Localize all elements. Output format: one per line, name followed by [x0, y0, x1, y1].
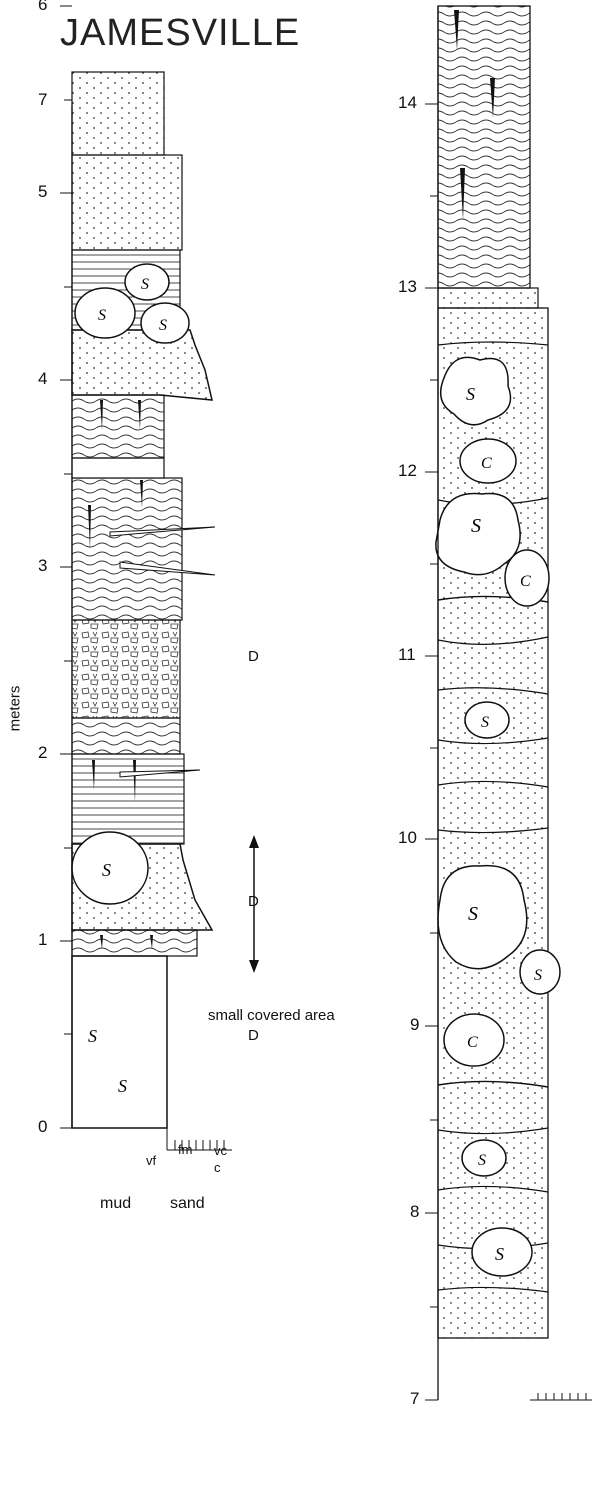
svg-text:C: C: [467, 1034, 478, 1051]
left-tick-label: 5: [38, 182, 47, 202]
svg-text:S: S: [466, 384, 475, 404]
svg-text:S: S: [141, 276, 149, 293]
svg-text:S: S: [98, 307, 106, 324]
svg-text:S: S: [534, 967, 542, 984]
dolomite-range-marker: D: [248, 893, 259, 910]
grain-label-fm: fm: [178, 1142, 192, 1157]
grain-label-vf: vf: [146, 1153, 156, 1168]
left-tick-label: 2: [38, 743, 47, 763]
right-depth-axis: [425, 6, 438, 1400]
right-tick-label: 11: [398, 645, 416, 665]
y-axis-label: meters: [6, 686, 23, 732]
right-tick-label: 10: [398, 828, 417, 848]
left-section-column: S S S S S S: [72, 72, 215, 1128]
svg-text:C: C: [481, 455, 492, 472]
svg-text:S: S: [471, 515, 481, 537]
right-tick-label: 8: [410, 1202, 419, 1222]
sand-label: sand: [170, 1195, 205, 1213]
svg-text:S: S: [495, 1244, 504, 1264]
covered-area-note: small covered area: [208, 1007, 335, 1024]
svg-text:S: S: [88, 1026, 97, 1046]
right-tick-label: 7: [410, 1389, 419, 1409]
svg-text:C: C: [520, 573, 531, 590]
right-section-column: S C S C S S S C S S: [436, 6, 560, 1338]
svg-text:S: S: [159, 317, 167, 334]
svg-text:S: S: [481, 714, 489, 731]
left-tick-label: 4: [38, 369, 47, 389]
right-tick-label: 12: [398, 461, 417, 481]
left-tick-label: 7: [38, 90, 47, 110]
grain-size-scale-right: [530, 1393, 592, 1400]
right-tick-label: 14: [398, 93, 417, 113]
svg-text:S: S: [468, 903, 478, 925]
grain-label-vc: vc: [214, 1143, 227, 1158]
left-tick-label: 6: [38, 0, 47, 15]
mud-label: mud: [100, 1195, 131, 1213]
grain-label-c: c: [214, 1160, 221, 1175]
svg-text:S: S: [102, 860, 111, 880]
left-tick-label: 1: [38, 930, 47, 950]
right-tick-label: 9: [410, 1015, 419, 1035]
right-tick-label: 13: [398, 277, 417, 297]
left-depth-axis: [60, 6, 72, 1128]
left-tick-label: 3: [38, 556, 47, 576]
svg-text:S: S: [478, 1152, 486, 1169]
mud-unit: [72, 956, 167, 1128]
dolomite-marker-2m: D: [248, 1027, 259, 1044]
section-title: JAMESVILLE: [60, 12, 300, 55]
left-tick-label: 0: [38, 1117, 47, 1137]
svg-text:S: S: [118, 1076, 127, 1096]
dolomite-marker-4m: D: [248, 648, 259, 665]
